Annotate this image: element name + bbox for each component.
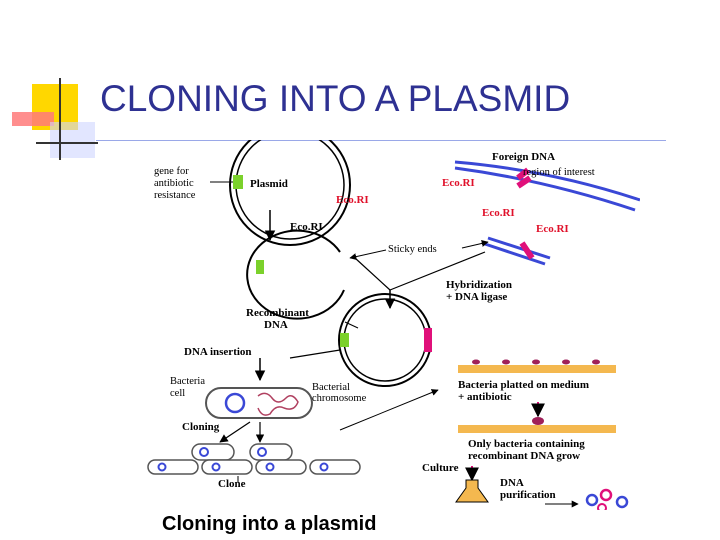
fragment-strand-2 [484,242,546,266]
bacterial-chromosome-label-line2: chromosome [312,393,367,404]
purified-plasmid [615,495,629,509]
hybridization-label: Hybridization [446,279,512,291]
fragment-insert [519,241,535,260]
culture-flask [455,479,489,503]
bacteria-cell-outline [205,387,313,419]
recombinant-inner-ring [343,298,427,382]
title-underline [96,140,666,141]
cut-plasmid-gene-marker [256,260,264,274]
cloning-label: Cloning [182,421,220,433]
agar-medium-1 [458,365,616,373]
clone-label: Clone [218,478,246,490]
foreign-dna [454,160,640,212]
foreign-dna-strand-2 [454,166,636,212]
clone-cell [249,443,293,461]
recombinant-outer-ring [338,293,432,387]
ecori-label-1: Eco.RI [336,194,369,206]
insertion-line [289,349,341,359]
dna-insertion-label: DNA insertion [184,346,252,358]
ecori-label-5: Eco.RI [536,223,569,235]
culture-label: Culture [422,462,459,474]
bacteria-plasmid [224,392,246,414]
recombinant-label-line2: DNA [264,319,288,331]
sticky-ends-pointer-right [461,240,489,249]
clone-cell [309,459,361,475]
only-label-line2: recombinant DNA grow [468,450,580,462]
accent-horizontal-line [36,142,98,144]
cut-plasmid [246,229,345,320]
sticky-ends-label: Sticky ends [388,244,437,255]
red-accent-bar [12,112,54,126]
converge-line-left [354,257,391,291]
cloned-cells-row-2 [147,459,361,475]
dna-ligase-label: + DNA ligase [446,291,507,303]
ecori-label-3: Eco.RI [442,177,475,189]
arrow-to-plating [339,389,439,431]
resistance-gene-marker [233,175,243,189]
region-of-interest-label: region of interest [523,167,595,178]
bacteria-label-line1: Bacteria [170,376,205,387]
recombinant-label-line1: Recombinant [246,307,309,319]
insert-segment [516,167,532,189]
sticky-ends-pointer-left [349,249,387,261]
arrow-cloning-left [219,421,251,443]
ecori-label-4: Eco.RI [482,207,515,219]
purified-plasmid [585,493,599,507]
cloning-diagram: Plasmid gene for antibiotic resistance E… [147,140,640,510]
dna-purification-label-line2: purification [500,489,556,501]
cloned-cells-row-1 [191,443,293,461]
diagram-caption: Cloning into a plasmid [162,513,377,535]
recombinant-plasmid [338,293,432,387]
purified-plasmids [585,488,629,510]
dna-purification-label-line1: DNA [500,477,524,489]
purified-plasmid [599,488,613,502]
recombinant-gene-marker [340,333,349,347]
foreign-dna-label: Foreign DNA [492,151,555,163]
fragment-strand-1 [487,236,551,260]
agar-medium-2 [458,425,616,433]
plasmid: Plasmid [229,140,351,246]
clone-cell [191,443,235,461]
bacterial-chromosome [257,392,299,416]
accent-vertical-line [59,78,61,160]
dna-fragment [484,236,551,266]
plasmid-label: Plasmid [250,178,288,190]
flask-icon [455,479,489,503]
gene-label-line2: antibiotic [154,178,194,189]
blue-accent-square [50,122,95,158]
bacteria-cell [205,387,313,419]
gene-label-line3: resistance [154,190,196,201]
cut-plasmid-ring [246,229,345,320]
plated-label-line2: + antibiotic [458,391,512,403]
only-label-line1: Only bacteria containing [468,438,585,450]
recombinant-insert-marker [424,328,432,352]
clone-cell [255,459,307,475]
clone-cell [201,459,253,475]
page-title: CLONING INTO A PLASMID [100,78,571,119]
purified-plasmid [597,503,607,510]
clone-cell [147,459,199,475]
bacterial-chromosome-label-line1: Bacterial [312,382,350,393]
agar-plate-2 [458,417,616,433]
plasmid-outer-ring [229,140,351,246]
converge-line-right [389,251,486,291]
bacteria-label-line2: cell [170,388,185,399]
plated-label-line1: Bacteria platted on medium [458,379,589,391]
gene-label-line1: gene for [154,166,189,177]
foreign-dna-strand-1 [454,160,640,202]
agar-plate-1 [458,359,616,373]
